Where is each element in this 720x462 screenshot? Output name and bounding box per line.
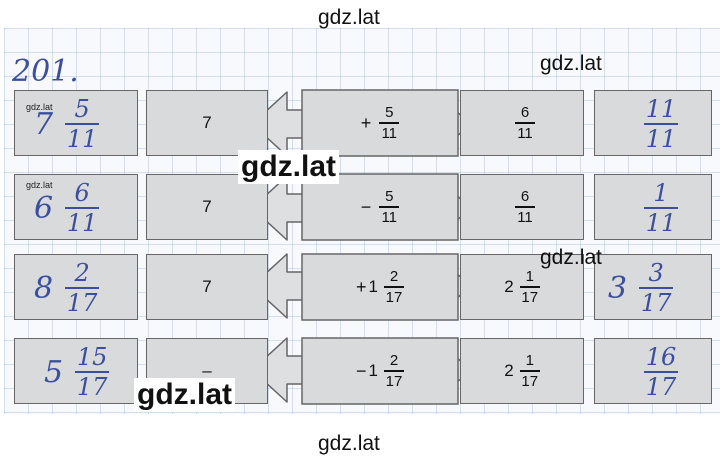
watermark-bottom-large: gdz.lat <box>134 378 235 412</box>
watermark-right-top: gdz.lat <box>540 52 602 75</box>
left-number-row-4: – <box>202 361 212 380</box>
op-box-row-4 <box>301 337 459 405</box>
left-number-row-2: 7 <box>202 197 212 216</box>
left-number-row-1: 7 <box>202 113 212 132</box>
watermark-tiny-row-1: gdz.lat <box>26 102 53 112</box>
number-box-right-row-4 <box>460 338 584 404</box>
watermark-right-mid: gdz.lat <box>540 246 602 269</box>
op-box-row-3 <box>301 253 459 321</box>
number-box-left-row-2 <box>146 174 268 240</box>
number-box-left-row-1 <box>146 90 268 156</box>
number-box-left-row-3 <box>146 254 268 320</box>
watermark-bottom: gdz.lat <box>318 432 380 455</box>
watermark-tiny-row-2: gdz.lat <box>26 180 53 190</box>
task-number: 201. <box>12 54 79 89</box>
watermark-center-large: gdz.lat <box>238 150 339 184</box>
left-number-row-3: 7 <box>202 277 212 296</box>
watermark-top: gdz.lat <box>318 6 380 29</box>
